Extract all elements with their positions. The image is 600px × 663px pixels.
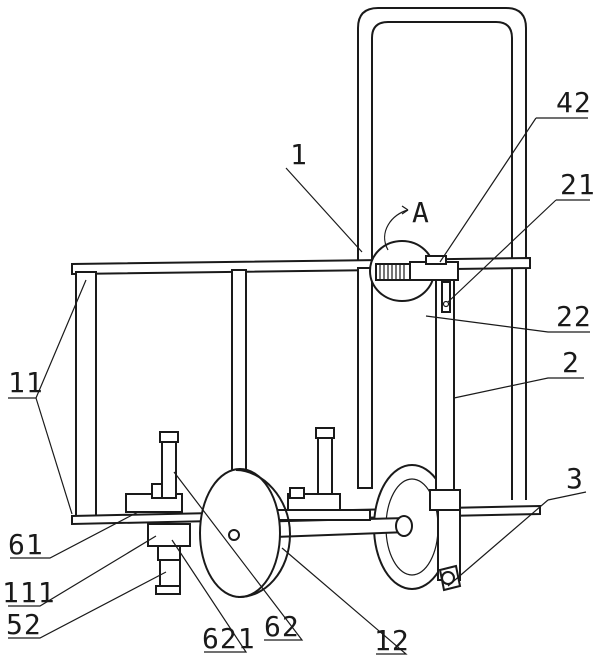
label-42: 42 (556, 86, 592, 119)
handle-frame (357, 7, 527, 500)
vertical-shaft (429, 279, 462, 592)
label-3: 3 (566, 462, 584, 495)
front-wheel (199, 468, 292, 599)
label-621: 621 (202, 622, 256, 655)
label-a: A (412, 196, 430, 229)
right-bolt (287, 427, 341, 511)
label-21: 21 (560, 168, 596, 201)
left-blocks (125, 431, 191, 595)
part-labels: 1 42 21 22 2 11 3 61 111 52 621 62 12 A (2, 86, 596, 657)
label-111: 111 (2, 576, 56, 609)
label-2: 2 (562, 346, 580, 379)
frame-posts (75, 267, 373, 519)
label-52: 52 (6, 608, 42, 641)
label-12: 12 (374, 624, 410, 657)
spring-assembly (375, 255, 459, 281)
top-bar (71, 256, 531, 276)
label-11: 11 (8, 366, 44, 399)
label-22: 22 (556, 300, 592, 333)
leader-lines (8, 117, 590, 655)
label-61: 61 (8, 528, 44, 561)
label-1: 1 (290, 138, 308, 171)
label-62: 62 (264, 610, 300, 643)
